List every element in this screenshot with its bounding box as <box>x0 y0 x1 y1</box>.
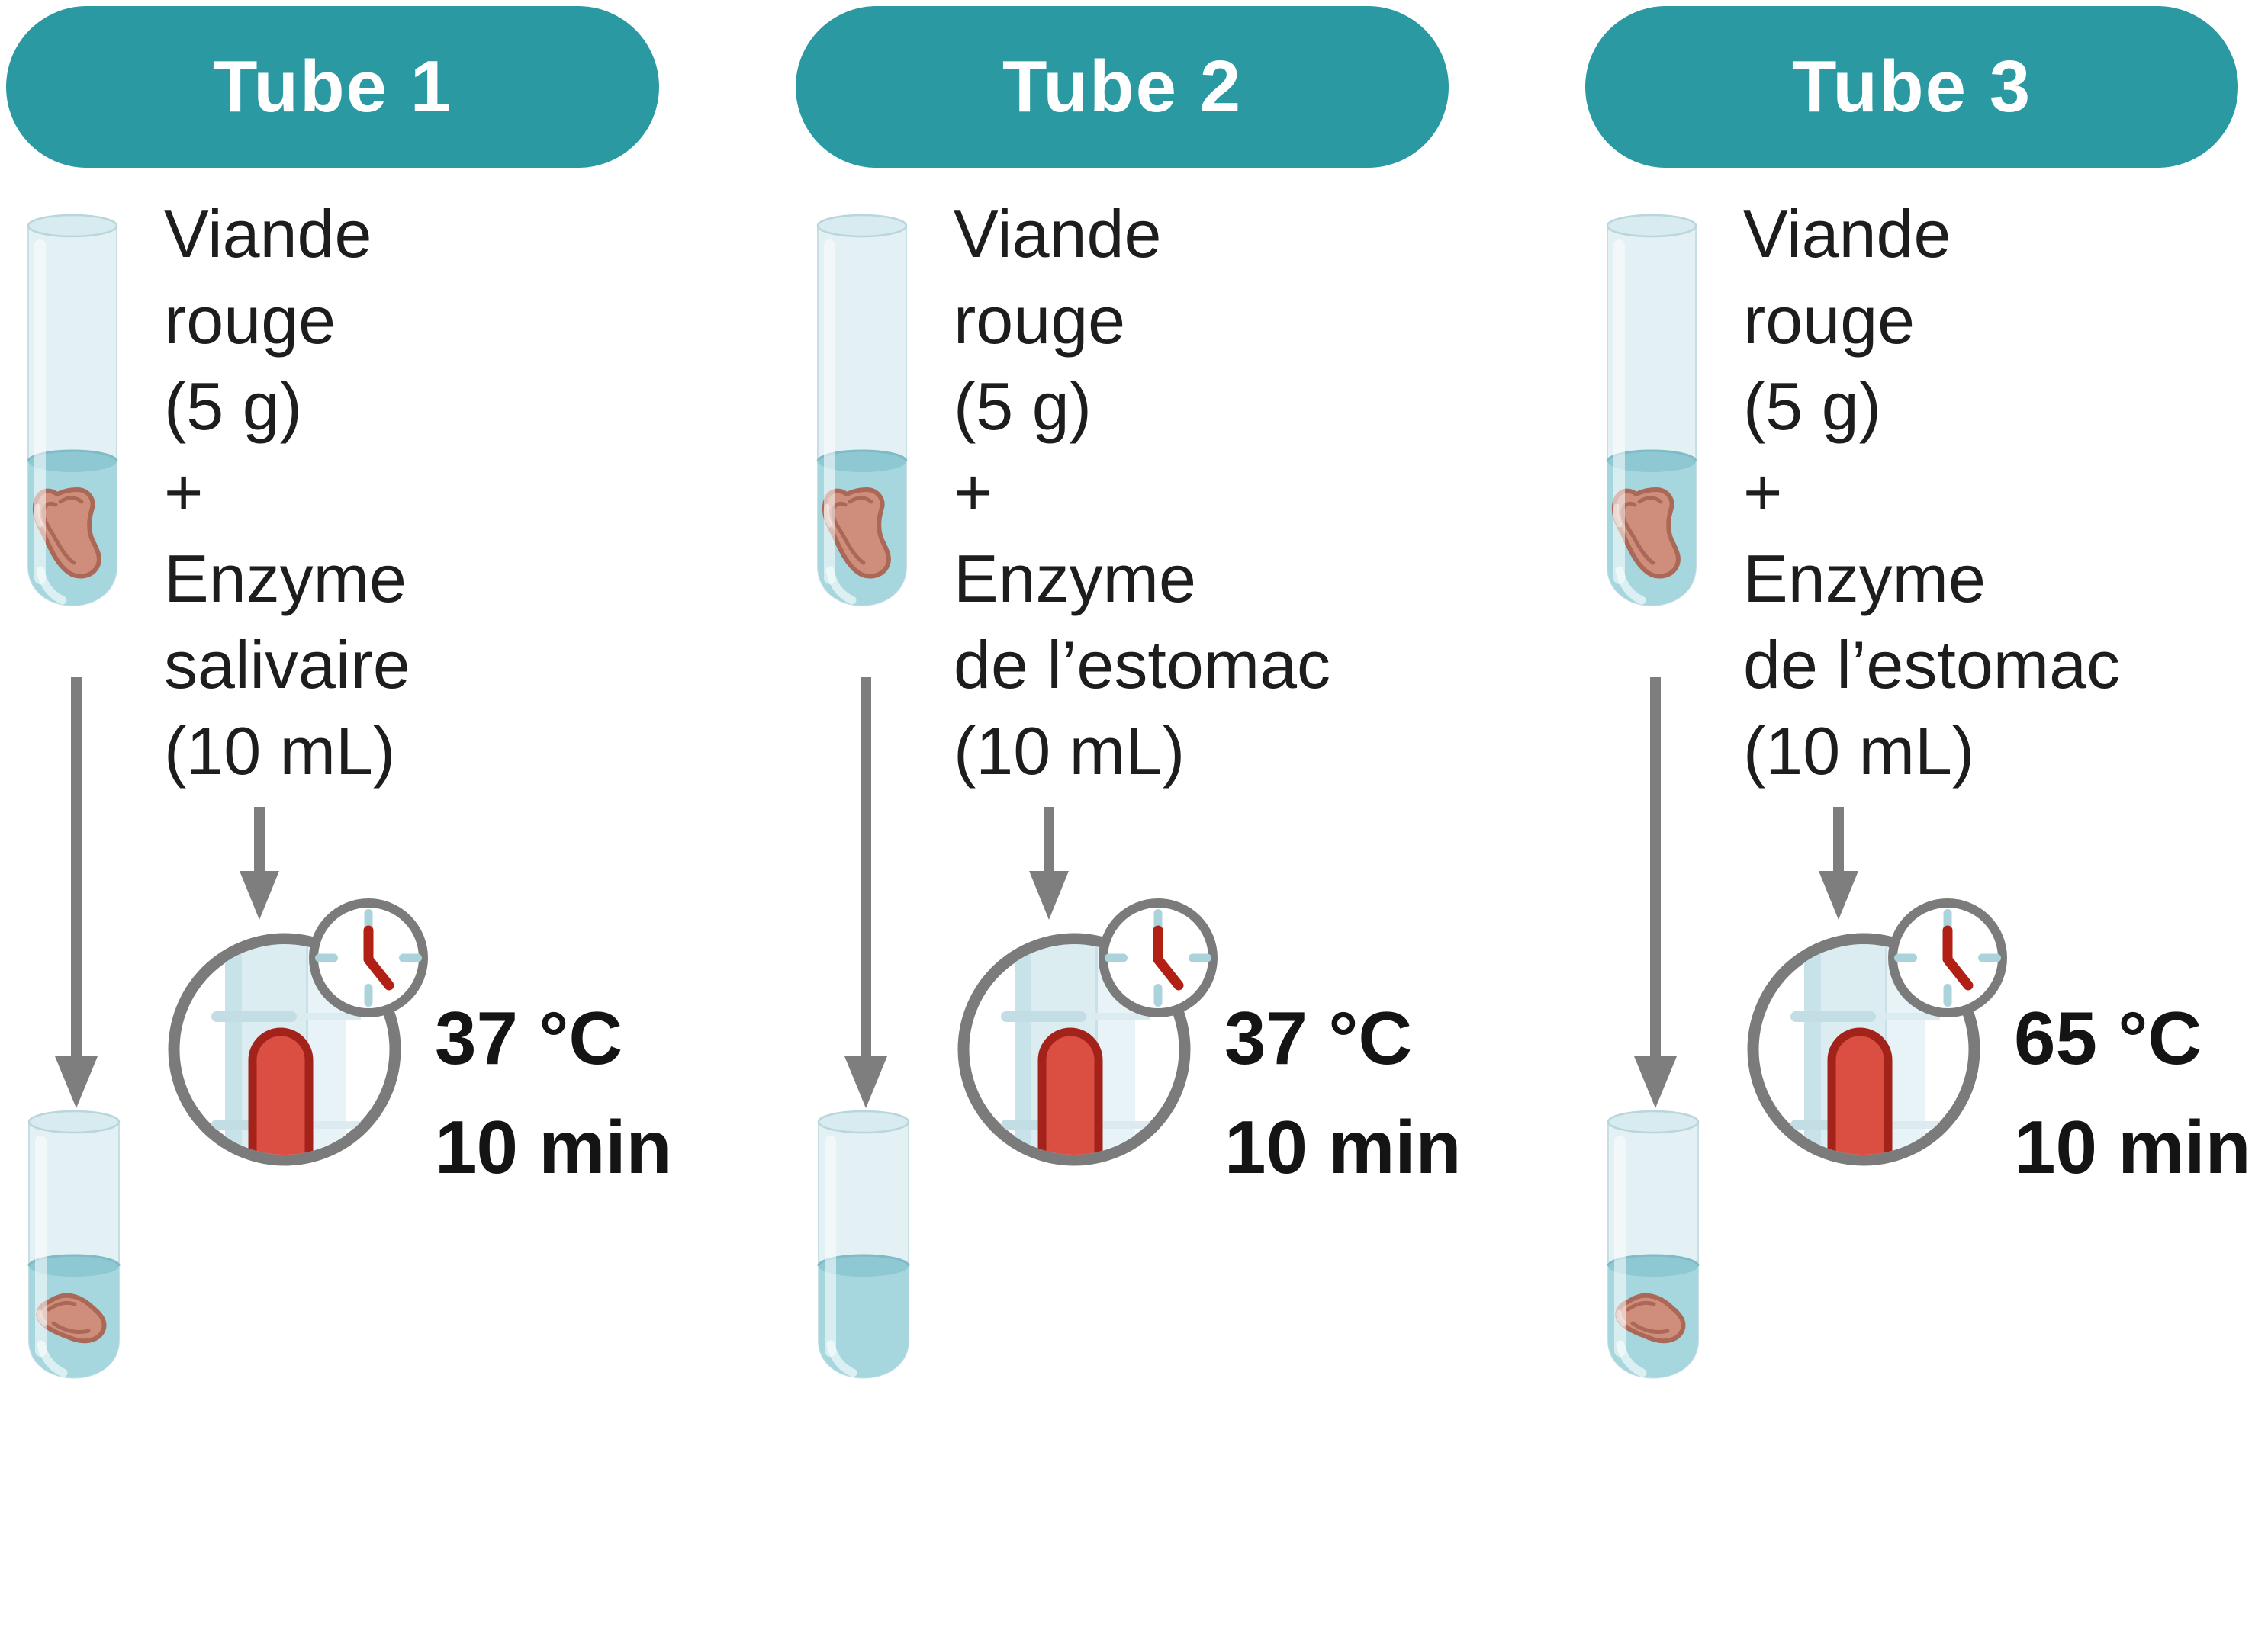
down-arrow-icon <box>1634 677 1677 1108</box>
tube-1-contents-label: Viande rouge (5 g) + Enzyme salivaire (1… <box>164 191 410 794</box>
contents-line: de l’estomac <box>954 627 1331 702</box>
contents-line: (5 g) <box>164 368 302 444</box>
tube-2-column: Tube 2 Viande rouge (5 g) + Enzyme de l’… <box>790 0 1546 1626</box>
contents-line: rouge <box>1743 282 1916 358</box>
contents-line: (5 g) <box>954 368 1092 444</box>
tube-2-header-label: Tube 2 <box>1002 46 1243 127</box>
tube-3-initial-test-tube-icon <box>1606 214 1697 622</box>
tube-3-column: Tube 3 Viande rouge (5 g) + Enzyme de l’… <box>1579 0 2268 1626</box>
contents-line: Viande <box>164 196 372 272</box>
duration-label: 10 min <box>435 1105 672 1189</box>
contents-line: rouge <box>164 282 336 358</box>
thermometer-clock-icon <box>1736 891 2018 1188</box>
contents-line: salivaire <box>164 627 410 702</box>
contents-line: (10 mL) <box>164 713 396 789</box>
contents-line: Enzyme <box>164 541 407 616</box>
duration-label: 10 min <box>2014 1105 2251 1189</box>
contents-line: + <box>1743 455 1783 530</box>
contents-line: de l’estomac <box>1743 627 2121 702</box>
contents-line: + <box>164 455 204 530</box>
tube-3-incubation-condition: 65 °C 10 min <box>2014 984 2250 1202</box>
temperature-label: 65 °C <box>2014 996 2202 1080</box>
thermometer-clock-icon <box>946 891 1228 1188</box>
tube-1-header-label: Tube 1 <box>212 46 453 127</box>
temperature-label: 37 °C <box>435 996 623 1080</box>
tube-3-header-label: Tube 3 <box>1791 46 2032 127</box>
contents-line: (10 mL) <box>1743 713 1975 789</box>
tube-2-initial-test-tube-icon <box>816 214 908 622</box>
down-arrow-icon <box>55 677 98 1108</box>
contents-line: Enzyme <box>954 541 1196 616</box>
down-arrow-icon <box>844 677 887 1108</box>
contents-line: Viande <box>1743 196 1951 272</box>
contents-line: Viande <box>954 196 1162 272</box>
tube-3-contents-label: Viande rouge (5 g) + Enzyme de l’estomac… <box>1743 191 2120 794</box>
contents-line: (10 mL) <box>954 713 1185 789</box>
tube-1-result-test-tube-icon <box>27 1110 121 1393</box>
thermometer-clock-icon <box>156 891 439 1188</box>
contents-line: rouge <box>954 282 1126 358</box>
tube-2-result-test-tube-icon <box>817 1110 910 1393</box>
tube-1-column: Tube 1 Viande rouge (5 g) + Enzyme saliv… <box>0 0 756 1626</box>
contents-line: Enzyme <box>1743 541 1986 616</box>
tube-1-header: Tube 1 <box>6 6 659 168</box>
tube-1-incubation-condition: 37 °C 10 min <box>435 984 671 1202</box>
contents-line: + <box>954 455 993 530</box>
duration-label: 10 min <box>1224 1105 1462 1189</box>
tube-1-initial-test-tube-icon <box>27 214 118 622</box>
contents-line: (5 g) <box>1743 368 1881 444</box>
tube-2-header: Tube 2 <box>796 6 1449 168</box>
tube-2-contents-label: Viande rouge (5 g) + Enzyme de l’estomac… <box>954 191 1330 794</box>
tube-3-header: Tube 3 <box>1585 6 2238 168</box>
tube-2-incubation-condition: 37 °C 10 min <box>1224 984 1461 1202</box>
temperature-label: 37 °C <box>1224 996 1413 1080</box>
tube-3-result-test-tube-icon <box>1607 1110 1700 1393</box>
